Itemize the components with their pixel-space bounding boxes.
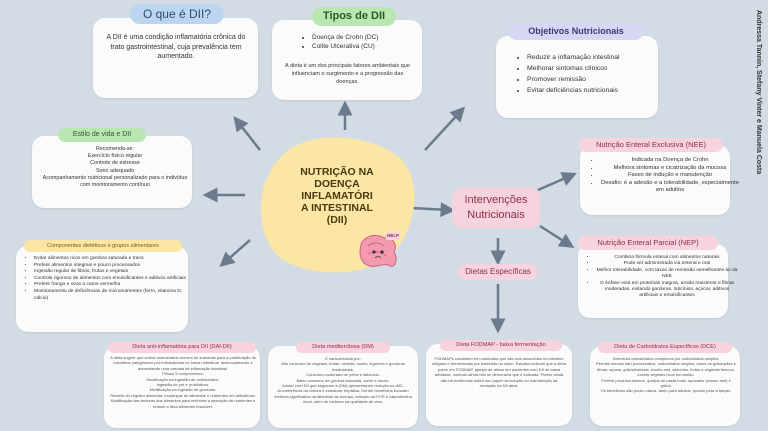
- estilo-item: Controle de estresse: [90, 160, 140, 167]
- objetivos-title: Objetivos Nutricionais: [508, 22, 644, 40]
- dai-card: [104, 346, 260, 428]
- dm-item: Consumo moderado de peixe e laticínios.: [306, 372, 380, 378]
- dce-title: Dieta de Carboidratos Específicos (DCE): [598, 342, 732, 353]
- dai-item: A dieta sugere que certos carboidratos s…: [110, 355, 256, 371]
- dce-item: Permite cereais não processados, carboid…: [596, 361, 736, 378]
- dm-item: Alto consumo de vegetais, frutas, cereai…: [281, 361, 405, 372]
- dm-list: É caracterizada por: Alto consumo de veg…: [274, 356, 412, 405]
- dm-item: Adotar com DII que seguiram a (DM) apres…: [274, 383, 412, 405]
- dce-item: Seleciona carboidratos complexos por car…: [612, 356, 720, 361]
- fodmap-card: [426, 344, 572, 426]
- componentes-item: Evitar alimentos ricos em gordura satura…: [34, 256, 196, 263]
- nee-item: Fases de indução e manutenção: [600, 172, 740, 180]
- dce-list: Seleciona carboidratos complexos por car…: [596, 356, 736, 394]
- arrow-to-componentes: [219, 239, 251, 267]
- componentes-card: [16, 246, 188, 332]
- center-title-line: DOENÇA: [314, 178, 360, 190]
- intervencoes-title: Intervenções Nutricionais: [452, 188, 540, 228]
- intestine-icon: [359, 232, 400, 267]
- objetivos-list: Reduzir a inflamação intestinal Melhorar…: [515, 52, 665, 96]
- dce-item: Prefere produtos lácteos, queijos de pas…: [601, 377, 731, 389]
- dm-title: Dieta mediterrânea (DM): [296, 342, 390, 353]
- fodmap-title: Dieta FODMAP - baixa fermentação: [440, 340, 562, 351]
- componentes-item: Preferir frango e ovos a carne vermelha: [34, 282, 196, 289]
- nep-item: Melhor tolerabilidade, com taxas de remi…: [596, 268, 738, 281]
- tipos-title: Tipos de DII: [312, 7, 396, 26]
- nee-title: Nutrição Enteral Exclusiva (NEE): [579, 138, 723, 152]
- arrow-to-intervencoes: [411, 202, 456, 218]
- estilo-item: Recomenda-se:: [95, 146, 135, 152]
- nee-card: [580, 145, 730, 215]
- intervencoes-title-line: Nutricionais: [467, 209, 525, 221]
- componentes-item: Monitoramento de deficiências de micronu…: [34, 289, 196, 302]
- dm-item: Baixo consumo de gordura saturada, carne…: [296, 377, 390, 383]
- tipos-list: Doença de Crohn (DC) Colite Ulcerativa (…: [300, 33, 432, 51]
- arrow-to-nee: [537, 172, 577, 192]
- dai-item: Ingestão de pré e probióticos.: [156, 382, 210, 388]
- dai-list: A dieta sugere que certos carboidratos s…: [110, 355, 256, 409]
- estilo-item: Exercício físico regular: [87, 153, 143, 160]
- componentes-list: Evitar alimentos ricos em gordura satura…: [22, 256, 196, 302]
- estilo-list: Recomenda-se: Exercício físico regular C…: [40, 146, 190, 189]
- o-que-e-body: A DII é uma condição inflamatória crônic…: [106, 34, 246, 60]
- center-title-line: A INTESTINAL: [301, 202, 373, 214]
- objetivos-item: Evitar deficiências nutricionais: [527, 85, 665, 96]
- nep-title: Nutrição Enteral Parcial (NEP): [578, 236, 718, 250]
- intestine-icon-label: HELP: [386, 233, 399, 238]
- estilo-item: Sono adequado: [95, 167, 135, 174]
- dai-item: Modificação das texturas dos alimentos p…: [110, 398, 256, 409]
- estilo-title: Estilo de vida e DII: [58, 128, 146, 142]
- dai-item: Modificação na ingestão de gorduras.: [149, 387, 217, 393]
- center-title-line: (DII): [326, 214, 348, 226]
- tipos-item: Doença de Crohn (DC): [312, 33, 432, 42]
- arrow-to-objetivos: [424, 106, 466, 151]
- nee-item: Indicada na Doença de Crohn: [600, 157, 740, 165]
- dai-item: Possui 5 componentes:: [162, 371, 204, 377]
- nep-item: Pode ser administrada via enteral e oral: [596, 261, 738, 267]
- nep-item: Combina fórmula enteral com alimentos na…: [596, 255, 738, 261]
- estilo-card: [32, 136, 192, 208]
- o-que-e-title: O que é DII?: [130, 4, 224, 24]
- nee-list: Indicada na Doença de Crohn Melhora sint…: [588, 157, 740, 195]
- arrow-to-nep: [539, 224, 575, 249]
- nee-item: Desafio: é a adesão e a tolerabilidade, …: [600, 180, 740, 195]
- intervencoes-title-line: Intervenções: [464, 194, 528, 206]
- authors-text: Andressa Tannin, Stefany Vinter e Manuel…: [755, 10, 762, 175]
- componentes-item: Controle rigoroso de alimentos com emuls…: [34, 276, 196, 283]
- nep-card: [578, 244, 728, 318]
- dm-item: É caracterizada por:: [325, 356, 361, 361]
- center-title-line: NUTRIÇÃO NA: [300, 166, 374, 178]
- tipos-item: Colite Ulcerativa (CU): [312, 42, 432, 51]
- componentes-title: Componentes dietéticos e grupos alimenta…: [24, 240, 182, 252]
- componentes-item: Ingestão regular de fibras, frutas e veg…: [34, 269, 196, 276]
- objetivos-item: Reduzir a inflamação intestinal: [527, 52, 665, 63]
- dce-item: Os benefícios são pouco claros, tanto pa…: [600, 388, 732, 394]
- objetivos-item: Promover remissão: [527, 74, 665, 85]
- dm-card: [268, 346, 418, 428]
- center-title: NUTRIÇÃO NA DOENÇA INFLAMATÓRI A INTESTI…: [278, 166, 396, 226]
- dietas-especificas-title: Dietas Específicas: [458, 264, 538, 280]
- nee-item: Melhora sintomas e cicatrização da mucos…: [600, 165, 740, 173]
- nep-item: O ênfase está em proteínas magras, amido…: [596, 281, 738, 300]
- objetivos-card: [496, 36, 658, 118]
- center-title-line: INFLAMATÓRI: [301, 190, 373, 202]
- tipos-body: A dieta é um dos principais fatores ambi…: [285, 63, 410, 85]
- estilo-item: Acompanhamento nutricional personalizado…: [42, 174, 188, 189]
- componentes-item: Preferir alimentos integrais e pouco pro…: [34, 263, 196, 270]
- dai-title: Dieta anti-inflamatória para DII (DAI-DI…: [108, 342, 256, 353]
- dai-item: Modificação na ingestão de carboidratos.: [146, 376, 220, 382]
- nep-list: Combina fórmula enteral com alimentos na…: [584, 255, 738, 300]
- fodmap-body: FODMAPs consistem em moléculas que são m…: [432, 356, 566, 389]
- o-que-e-card: [93, 18, 258, 98]
- arrow-to-o-que-e: [233, 116, 261, 151]
- dce-card: [590, 346, 740, 426]
- dai-item: Revisão do registro alimentar, mudanças …: [110, 392, 256, 398]
- objetivos-item: Melhorar sintomas clínicos: [527, 63, 665, 74]
- tipos-card: [272, 20, 422, 100]
